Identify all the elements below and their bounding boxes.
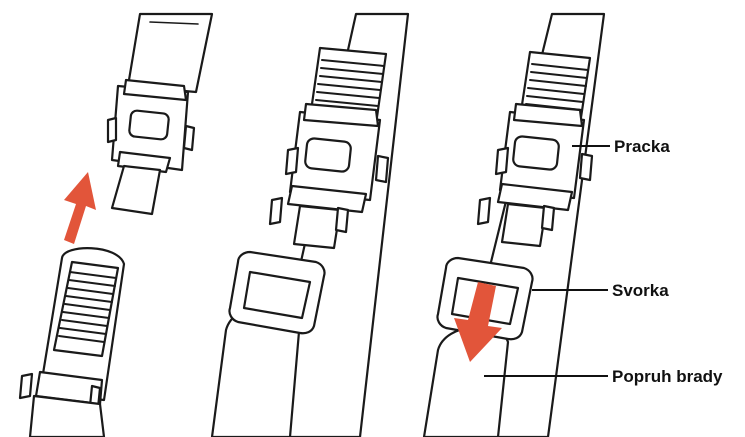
step-1-ratchet-ridges [58,271,117,343]
step-1-tongue [110,164,162,216]
step-1-upper-strap [126,12,214,94]
step-1-insert-arrow-up [64,172,96,244]
label-clip: Svorka [612,281,669,300]
step-3-buckle-window [512,135,560,171]
step-2-clip-slot [242,270,312,320]
step-1-buckle-window [128,109,170,141]
step-2-buckle-window [304,137,352,173]
callout-buckle: Pracka [572,137,670,156]
step-3-slide-arrow-down [454,282,502,362]
callout-clip: Svorka [532,281,669,300]
label-chin-strap: Popruh brady [612,367,723,386]
step-3-tongue [500,202,548,248]
step-1-buckle-top-bar [122,78,188,102]
step-2-tongue [292,204,342,250]
step-1-separated-buckle [18,12,214,437]
label-buckle: Pracka [614,137,670,156]
step-2-ratchet-ridges [315,59,385,107]
step-2-assembled-buckle [210,12,410,437]
callout-chin-strap: Popruh brady [484,367,723,386]
step-3-labelled-buckle [422,12,606,437]
